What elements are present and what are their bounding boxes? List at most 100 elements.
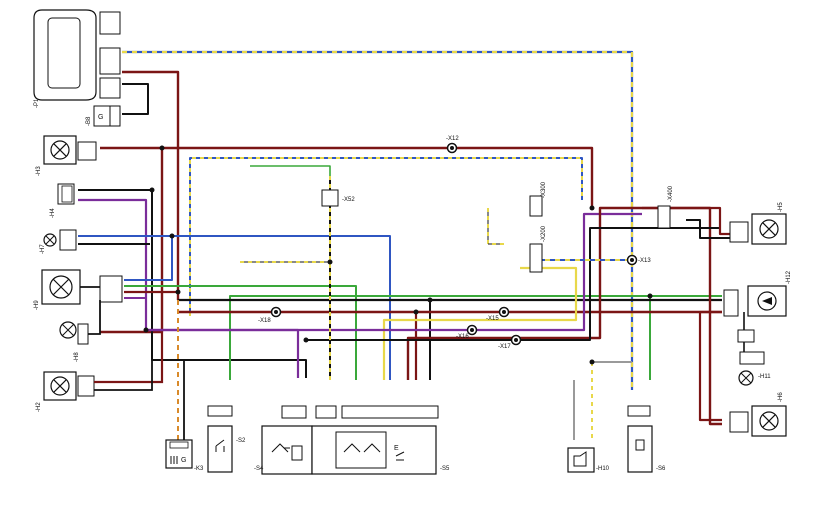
- junction-dot: [413, 309, 419, 315]
- component-h6: -H6: [729, 392, 787, 437]
- h11-connector: [737, 329, 755, 343]
- label-p1: -P1: [34, 98, 40, 108]
- h6-connector: [729, 411, 749, 433]
- junction-dot: [589, 205, 595, 211]
- label-s5: -S5: [440, 466, 450, 472]
- label-h9: -H9: [34, 300, 40, 310]
- junctions: [143, 145, 653, 365]
- wire-brown-x12: [100, 146, 594, 208]
- wire-yellow-blue-inner-dash: [189, 157, 583, 316]
- h11-lamp-cross: [740, 372, 752, 384]
- splice-connectors: [270, 142, 638, 346]
- label-h6: -H6: [778, 392, 784, 402]
- junction-dot: [143, 327, 149, 333]
- label-k3: -K3: [194, 466, 204, 472]
- label-x15: -X15: [486, 316, 499, 322]
- wire-black-h5: [686, 219, 730, 239]
- wire-brown-h12: [698, 310, 722, 422]
- h7-connector: [59, 229, 77, 251]
- wire-green-h9: [124, 285, 357, 380]
- component-p1: -P1: [33, 9, 121, 108]
- s4-contact: [291, 445, 303, 461]
- splice-x13-inner: [630, 258, 634, 262]
- label-x300: -X300: [541, 181, 547, 198]
- s2-connector: [207, 405, 233, 417]
- junction-dot: [303, 337, 309, 343]
- s4-box: [261, 425, 313, 475]
- component-h10: -H10: [567, 447, 610, 473]
- s2-box: [207, 425, 233, 473]
- x400-box: [657, 205, 671, 229]
- label-h3: -H3: [36, 166, 42, 176]
- h6-lamp-cross: [762, 414, 776, 428]
- h7-lamp-cross: [45, 235, 55, 245]
- label-h8: -H8: [74, 352, 80, 362]
- h3-lamp-cross: [53, 143, 67, 157]
- s4-switch-icon: [271, 443, 290, 453]
- s5-contact-icon: [395, 451, 405, 461]
- component-h2: -H2: [36, 332, 164, 412]
- wire-yellow-blue-top-dash: [122, 50, 634, 390]
- label-x200: -X200: [541, 225, 547, 242]
- component-h8: -H8: [59, 300, 101, 362]
- h8-lamp-cross: [62, 324, 74, 336]
- component-h3: -H3: [36, 135, 97, 176]
- label-h11: -H11: [758, 374, 771, 380]
- wire-x300-b: [487, 208, 504, 245]
- s6-switch-icon: [635, 439, 645, 451]
- splice-x17-inner: [514, 338, 518, 342]
- component-h7: -H7: [40, 229, 77, 254]
- wire-black-lower: [306, 227, 720, 341]
- label-h10: -H10: [596, 466, 610, 472]
- x200-box: [529, 243, 543, 273]
- component-h5: -H5: [729, 202, 787, 245]
- component-x400: [657, 205, 671, 229]
- wire-brown-lower: [406, 206, 722, 426]
- s5-e-symbol: E: [394, 445, 399, 452]
- p1-connector-3: [99, 77, 121, 99]
- label-h4: -H4: [50, 208, 56, 218]
- junction-dot: [169, 233, 175, 239]
- h12-horn-glyph: [762, 297, 772, 305]
- h9-lamp-cross: [52, 278, 70, 296]
- wire-brown-p1: [122, 70, 180, 300]
- h2-lamp-cross: [53, 379, 67, 393]
- label-h2: -H2: [36, 402, 42, 412]
- wire-purple-long: [146, 212, 642, 332]
- component-x200: [529, 243, 543, 273]
- h5-lamp-cross: [762, 222, 776, 236]
- h10-glyph: [573, 451, 587, 467]
- p1-connector-1: [99, 11, 121, 35]
- h8-wire: [88, 300, 101, 335]
- component-b8: G -B8: [86, 105, 121, 127]
- wire-green-main: [229, 295, 722, 380]
- b8-connector: [109, 105, 121, 127]
- s6-connector: [627, 405, 651, 417]
- label-b8: -B8: [86, 116, 92, 126]
- junction-dot: [327, 259, 333, 265]
- component-h12: -H12: [723, 270, 792, 317]
- h4-connector: [61, 185, 73, 203]
- wire-yellow: [382, 266, 578, 380]
- h10-box: [567, 447, 595, 473]
- wire-x300: [487, 208, 504, 245]
- k3-coil-icon: [170, 456, 178, 464]
- label-x52: -X52: [342, 197, 355, 203]
- component-s5: E -S5: [311, 405, 450, 475]
- k3-connector: [169, 441, 189, 449]
- splice-x16-inner: [470, 328, 474, 332]
- junction-dot: [159, 145, 165, 151]
- splice-x15-inner: [502, 310, 506, 314]
- s5-connector-a: [315, 405, 337, 419]
- label-s2: -S2: [236, 438, 246, 444]
- junction-dot: [427, 297, 433, 303]
- component-s6: -S6: [627, 405, 666, 473]
- component-h9: -H9: [34, 269, 123, 310]
- splice-x12-inner: [450, 146, 454, 150]
- h2-wire-black: [94, 360, 153, 391]
- h11-mount: [739, 351, 765, 365]
- junction-dot: [175, 289, 181, 295]
- label-h7: -H7: [40, 244, 46, 254]
- h2-wire: [94, 332, 164, 384]
